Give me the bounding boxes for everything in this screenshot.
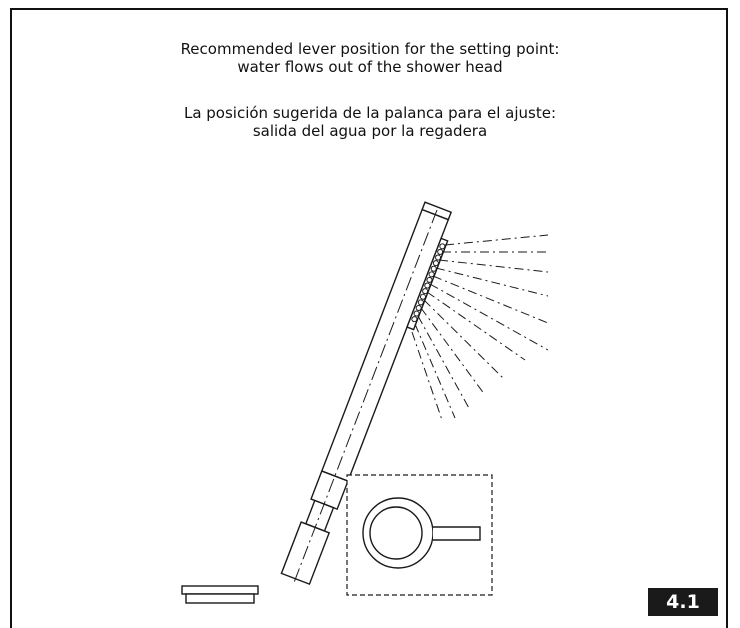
nozzle-row xyxy=(411,243,446,323)
caption-spanish-line-2: salida del agua por la regadera xyxy=(252,122,488,140)
figure-number-badge: 4.1 xyxy=(648,588,718,616)
caption-english-line-2: water flows out of the shower head xyxy=(237,58,503,76)
water-spray-icon xyxy=(411,234,549,421)
caption-spanish: La posición sugerida de la palanca para … xyxy=(0,104,740,140)
caption-english-line-1: Recommended lever position for the setti… xyxy=(180,40,560,58)
caption-english: Recommended lever position for the setti… xyxy=(0,40,740,76)
hand-shower-icon xyxy=(280,201,453,586)
figure-frame xyxy=(10,8,728,628)
caption-spanish-line-1: La posición sugerida de la palanca para … xyxy=(183,104,557,122)
lever-position-icon xyxy=(346,474,493,596)
hose-nut xyxy=(181,585,259,604)
